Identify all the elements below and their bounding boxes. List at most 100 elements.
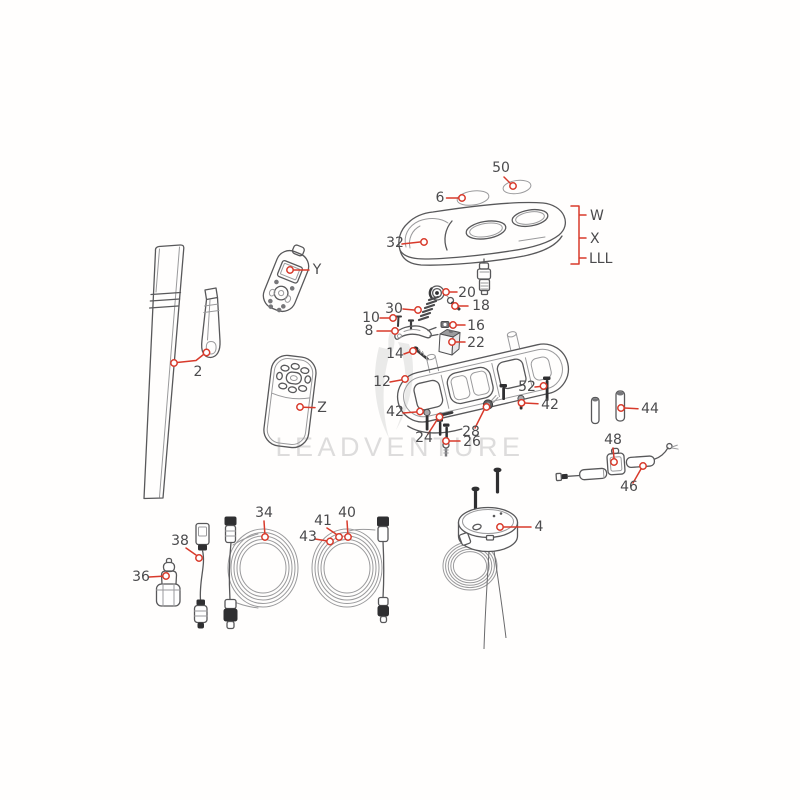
screw-shaft [442,411,454,416]
leader-line [389,379,402,383]
plug-ribs [156,583,181,607]
head-cover-skirt [399,235,563,266]
knob-center [435,291,439,295]
callout-label-x: X [590,231,600,247]
assembly-center-inner [609,456,623,472]
head-connector-ridges [479,271,490,290]
plug-body [155,583,181,607]
leader-line [534,385,541,388]
assembly-left-tip [555,472,563,482]
remote-z-divider [271,392,311,400]
callout-label-36: 36 [132,569,150,585]
callout-label-24: 24 [415,430,433,446]
leader-line [401,241,421,245]
base-well-inner [470,370,490,396]
lever-part-8 [394,319,439,340]
shaft-part-2 [143,244,221,500]
puck-screw-head [493,467,502,473]
leader-line [185,547,197,556]
shaft-inner-lines [155,246,180,498]
remote-y-body [262,249,310,313]
puck-coil-ring [452,551,488,581]
head-cover-outline [398,201,566,260]
callout-label-28: 28 [462,424,480,440]
callout-label-8: 8 [365,323,374,339]
callout-ring [482,403,491,411]
callout-ring [442,288,450,296]
pin [590,396,600,425]
coil-ring [233,535,293,601]
decal-50-outline [502,179,532,195]
callout-50: 50 [492,160,517,190]
coil-ring [230,532,296,604]
screw-shaft [438,421,442,436]
head-connector-top [478,262,490,270]
head-cover-part-32 [398,201,566,296]
callout-32: 32 [386,235,428,251]
callout-4: 4 [496,519,544,535]
callout-label-w: W [590,208,604,224]
screw-14-threads [419,349,425,356]
callout-43: 43 [299,529,334,546]
base-post-top [506,331,517,338]
watermark-flame-icon [374,330,413,438]
coil-ring [236,539,290,597]
lever-fork [427,326,439,337]
leader-line [427,419,438,435]
shaft-collar-lines [148,291,182,309]
head-cover-dash [518,236,546,242]
callout-label-y: Y [312,262,322,278]
leader-line [503,176,511,184]
leader-line [263,520,266,534]
callout-label-32: 32 [386,235,404,251]
cable-40-bottom-connector [377,605,389,617]
lever-inner [403,329,421,332]
callout-ring [344,533,352,541]
coil-join [348,528,376,532]
assembly-left-collar [561,473,568,480]
bolt-threads [491,395,499,403]
screw-plain [499,384,507,400]
callout-label-41: 41 [314,513,332,529]
callout-label-4: 4 [535,519,544,535]
leader-line [314,538,327,542]
puck-slot [472,523,482,531]
callout-label-50: 50 [492,160,510,176]
coil-ring [239,542,287,594]
callout-ring [496,523,504,531]
callout-41: 41 [314,513,343,541]
cable-38-tip [197,622,204,629]
screw-head [443,423,450,427]
decal-50 [502,179,532,195]
remote-y-buttons [268,279,295,313]
callout-label-16: 16 [467,318,485,334]
head-cover-opening-left-inner [469,222,503,238]
lever-outline [394,325,432,340]
remote-z-body-inner [266,358,314,445]
callout-30: 30 [385,301,422,317]
callout-26: 26 [442,434,481,450]
puck-screw-head [471,486,480,492]
assembly-cylinder-line [602,468,605,479]
callout-18: 18 [451,298,490,314]
callout-ring [448,338,456,346]
callout-22: 22 [448,335,485,351]
callout-ring [409,347,417,355]
screw-head [499,384,507,388]
remote-y-dpad-center [278,289,285,297]
callout-label-46: 46 [620,479,638,495]
remote-y-button [268,288,276,297]
callout-label-z: Z [317,400,327,416]
base-well-inner [450,375,471,401]
callout-ring [449,321,457,329]
head-connector-collar [476,268,492,280]
box-nub [448,330,454,333]
base-well [446,366,494,405]
callout-ring [509,182,517,190]
leader-line [402,308,415,311]
remote-z-dpad [285,371,302,385]
callout-2: 2 [170,348,211,380]
callout-label-48: 48 [604,432,622,448]
callout-ring [261,533,269,541]
